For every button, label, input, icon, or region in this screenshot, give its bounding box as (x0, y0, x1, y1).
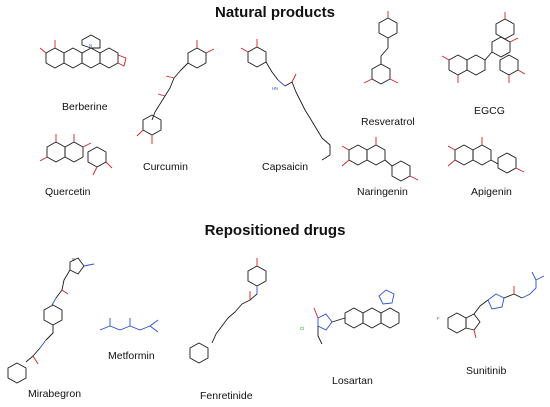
sunitinib-structure: F (437, 271, 545, 339)
quercetin-structure (39, 134, 113, 176)
mirabegron-label: Mirabegron (28, 388, 82, 400)
sunitinib-label: Sunitinib (466, 365, 507, 377)
resveratrol-label: Resveratrol (361, 116, 415, 128)
nitrogen-atom: N (89, 43, 92, 48)
fluorine-atom: F (437, 316, 440, 321)
mirabegron-structure: S (7, 257, 95, 384)
apigenin-structure (447, 137, 525, 174)
resveratrol-structure (363, 11, 399, 85)
curcumin-label: Curcumin (143, 161, 188, 173)
metformin-label: Metformin (108, 350, 155, 362)
naringenin-label: Naringenin (357, 186, 408, 198)
fenretinide-label: Fenretinide (200, 390, 253, 402)
capsaicin-structure: HN (240, 39, 331, 161)
quercetin-label: Quercetin (45, 186, 91, 198)
natural-products-heading: Natural products (214, 4, 335, 21)
losartan-structure: Cl (300, 289, 400, 345)
curcumin-structure (136, 40, 215, 144)
egcg-label: EGCG (474, 105, 505, 117)
amide-nitrogen: HN (272, 86, 278, 91)
apigenin-label: Apigenin (471, 186, 512, 198)
repositioned-drugs-heading: Repositioned drugs (204, 222, 346, 239)
metformin-structure (99, 318, 159, 333)
berberine-structure: N (39, 34, 127, 69)
capsaicin-label: Capsaicin (262, 161, 309, 173)
egcg-structure (441, 12, 526, 83)
chlorine-atom: Cl (300, 326, 304, 331)
naringenin-structure (341, 137, 419, 182)
berberine-label: Berberine (62, 101, 108, 113)
sulfur-atom: S (72, 257, 75, 262)
fenretinide-structure (189, 258, 267, 364)
losartan-label: Losartan (332, 375, 373, 387)
